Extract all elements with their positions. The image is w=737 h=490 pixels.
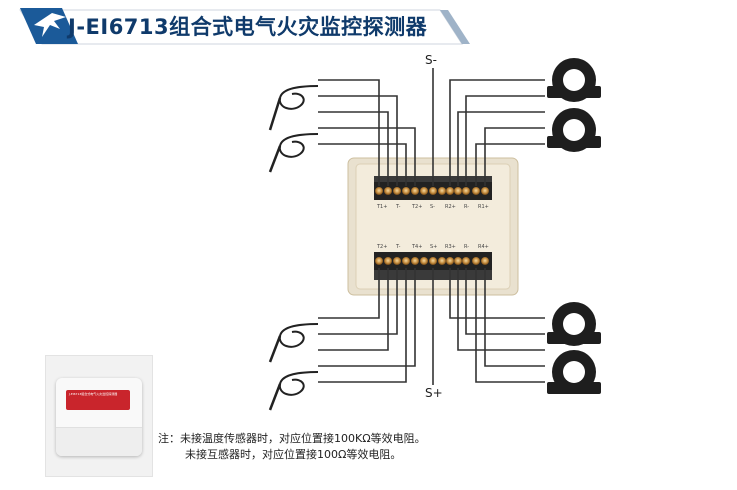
bottom-terminal-screw <box>454 257 462 265</box>
top-terminal-screw <box>462 187 470 195</box>
detector-housing: J-EI6713组合式电气火灾监控探测器 <box>56 378 142 456</box>
top-terminal-label: R2+ <box>445 204 456 210</box>
top-terminal-label: R1+ <box>478 204 489 210</box>
wire <box>318 79 380 186</box>
wire <box>484 127 545 186</box>
top-terminal-label: T2+ <box>411 204 422 210</box>
wire <box>484 268 545 367</box>
bottom-terminal-label: R4+ <box>478 244 489 250</box>
bottom-terminal-label: T2+ <box>376 244 387 250</box>
bottom-terminal-label: S+ <box>430 244 437 250</box>
bottom-terminal-label: R- <box>464 244 469 250</box>
bird-logo-icon <box>34 13 66 37</box>
wire <box>318 268 389 351</box>
wire <box>475 143 545 186</box>
wiring-lines <box>318 68 545 385</box>
product-photo: J-EI6713组合式电气火灾监控探测器 <box>45 355 153 477</box>
bottom-terminal-screw <box>438 257 446 265</box>
wire <box>465 268 545 335</box>
top-terminal-screw <box>393 187 401 195</box>
top-terminal-screw <box>446 187 454 195</box>
wire <box>457 268 545 351</box>
current-transformer-2 <box>547 108 601 152</box>
bottom-terminal-screw <box>402 257 410 265</box>
wire <box>318 268 380 319</box>
temperature-sensor-3 <box>268 323 319 363</box>
wire <box>318 111 389 186</box>
wire <box>318 268 416 367</box>
top-terminal-screw <box>420 187 428 195</box>
top-terminal-screw <box>481 187 489 195</box>
current-transformer-1 <box>547 58 601 102</box>
top-terminal-screw <box>402 187 410 195</box>
bottom-terminal-screw <box>420 257 428 265</box>
current-transformer-3 <box>547 302 601 346</box>
detector-base <box>56 427 142 456</box>
top-terminal-screw <box>429 187 437 195</box>
wire <box>318 127 416 186</box>
top-terminal-label: T- <box>395 204 401 210</box>
wire <box>318 95 398 186</box>
top-terminal-screw <box>438 187 446 195</box>
top-terminal-screw <box>472 187 480 195</box>
top-terminal-screw <box>375 187 383 195</box>
current-transformer-4 <box>547 350 601 394</box>
bottom-terminal-screw <box>481 257 489 265</box>
temperature-sensor-1 <box>268 85 319 131</box>
top-terminal-screw <box>454 187 462 195</box>
bottom-terminal-label: R3+ <box>445 244 456 250</box>
top-terminal-screw <box>411 187 419 195</box>
wire <box>475 268 545 383</box>
top-terminal-label: T1+ <box>376 204 387 210</box>
top-terminal-label: S- <box>430 204 435 210</box>
bus-label-top: S- <box>425 53 437 67</box>
bottom-terminal-screw <box>446 257 454 265</box>
bottom-terminal-label: T4+ <box>411 244 422 250</box>
bottom-terminal-screw <box>462 257 470 265</box>
note-line-2: 未接互感器时，对应位置接100Ω等效电阻。 <box>185 448 402 461</box>
wire <box>318 268 398 335</box>
bus-label-bottom: S+ <box>425 386 443 400</box>
wire <box>449 79 545 186</box>
wire <box>318 143 407 186</box>
header-banner: J-EI6713组合式电气火灾监控探测器 <box>0 0 737 52</box>
temperature-sensor-2 <box>268 133 319 173</box>
product-label: J-EI6713组合式电气火灾监控探测器 <box>66 390 130 410</box>
bottom-terminal-screw <box>429 257 437 265</box>
wire <box>457 111 545 186</box>
wire <box>465 95 545 186</box>
note-line-1: 注：未接温度传感器时，对应位置接100KΩ等效电阻。 <box>158 432 426 445</box>
bottom-terminal-screw <box>472 257 480 265</box>
temperature-sensor-4 <box>268 371 319 411</box>
wire <box>318 268 407 383</box>
page-title: J-EI6713组合式电气火灾监控探测器 <box>68 15 428 39</box>
bottom-terminal-screw <box>375 257 383 265</box>
bottom-terminal-screw <box>384 257 392 265</box>
top-terminal-screw <box>384 187 392 195</box>
bottom-terminal-label: T- <box>395 244 401 250</box>
bottom-terminal-screw <box>411 257 419 265</box>
top-terminal-label: R- <box>464 204 469 210</box>
wire <box>449 268 545 319</box>
bottom-terminal-screw <box>393 257 401 265</box>
